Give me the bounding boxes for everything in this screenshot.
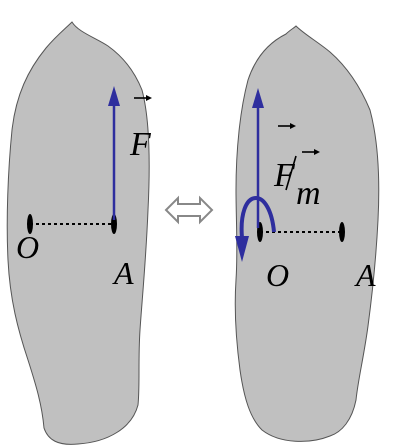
right-panel: F m O A [234,25,380,442]
moment-label: m [296,175,321,212]
left-point-a-label: A [112,255,134,291]
right-rigid-body [234,25,380,442]
right-point-a-marker [339,222,345,242]
equivalence-icon [164,195,214,225]
right-point-o-label: O [266,257,289,293]
left-panel: F O A [6,21,152,445]
left-point-o-marker [27,214,33,234]
right-force-label: F [273,157,296,194]
left-force-vector-icon [134,95,152,101]
right-force-arrowhead [252,88,264,108]
left-point-a-marker [111,214,117,234]
right-force-vector-icon [278,123,296,129]
left-point-o-label: O [16,229,39,265]
left-force-label: F [129,126,152,163]
left-force-arrowhead [108,86,120,106]
moment-vector-icon [302,149,320,155]
right-force-label-slash [285,155,297,191]
moment-icon [235,195,276,262]
right-point-a-label: A [354,257,376,293]
